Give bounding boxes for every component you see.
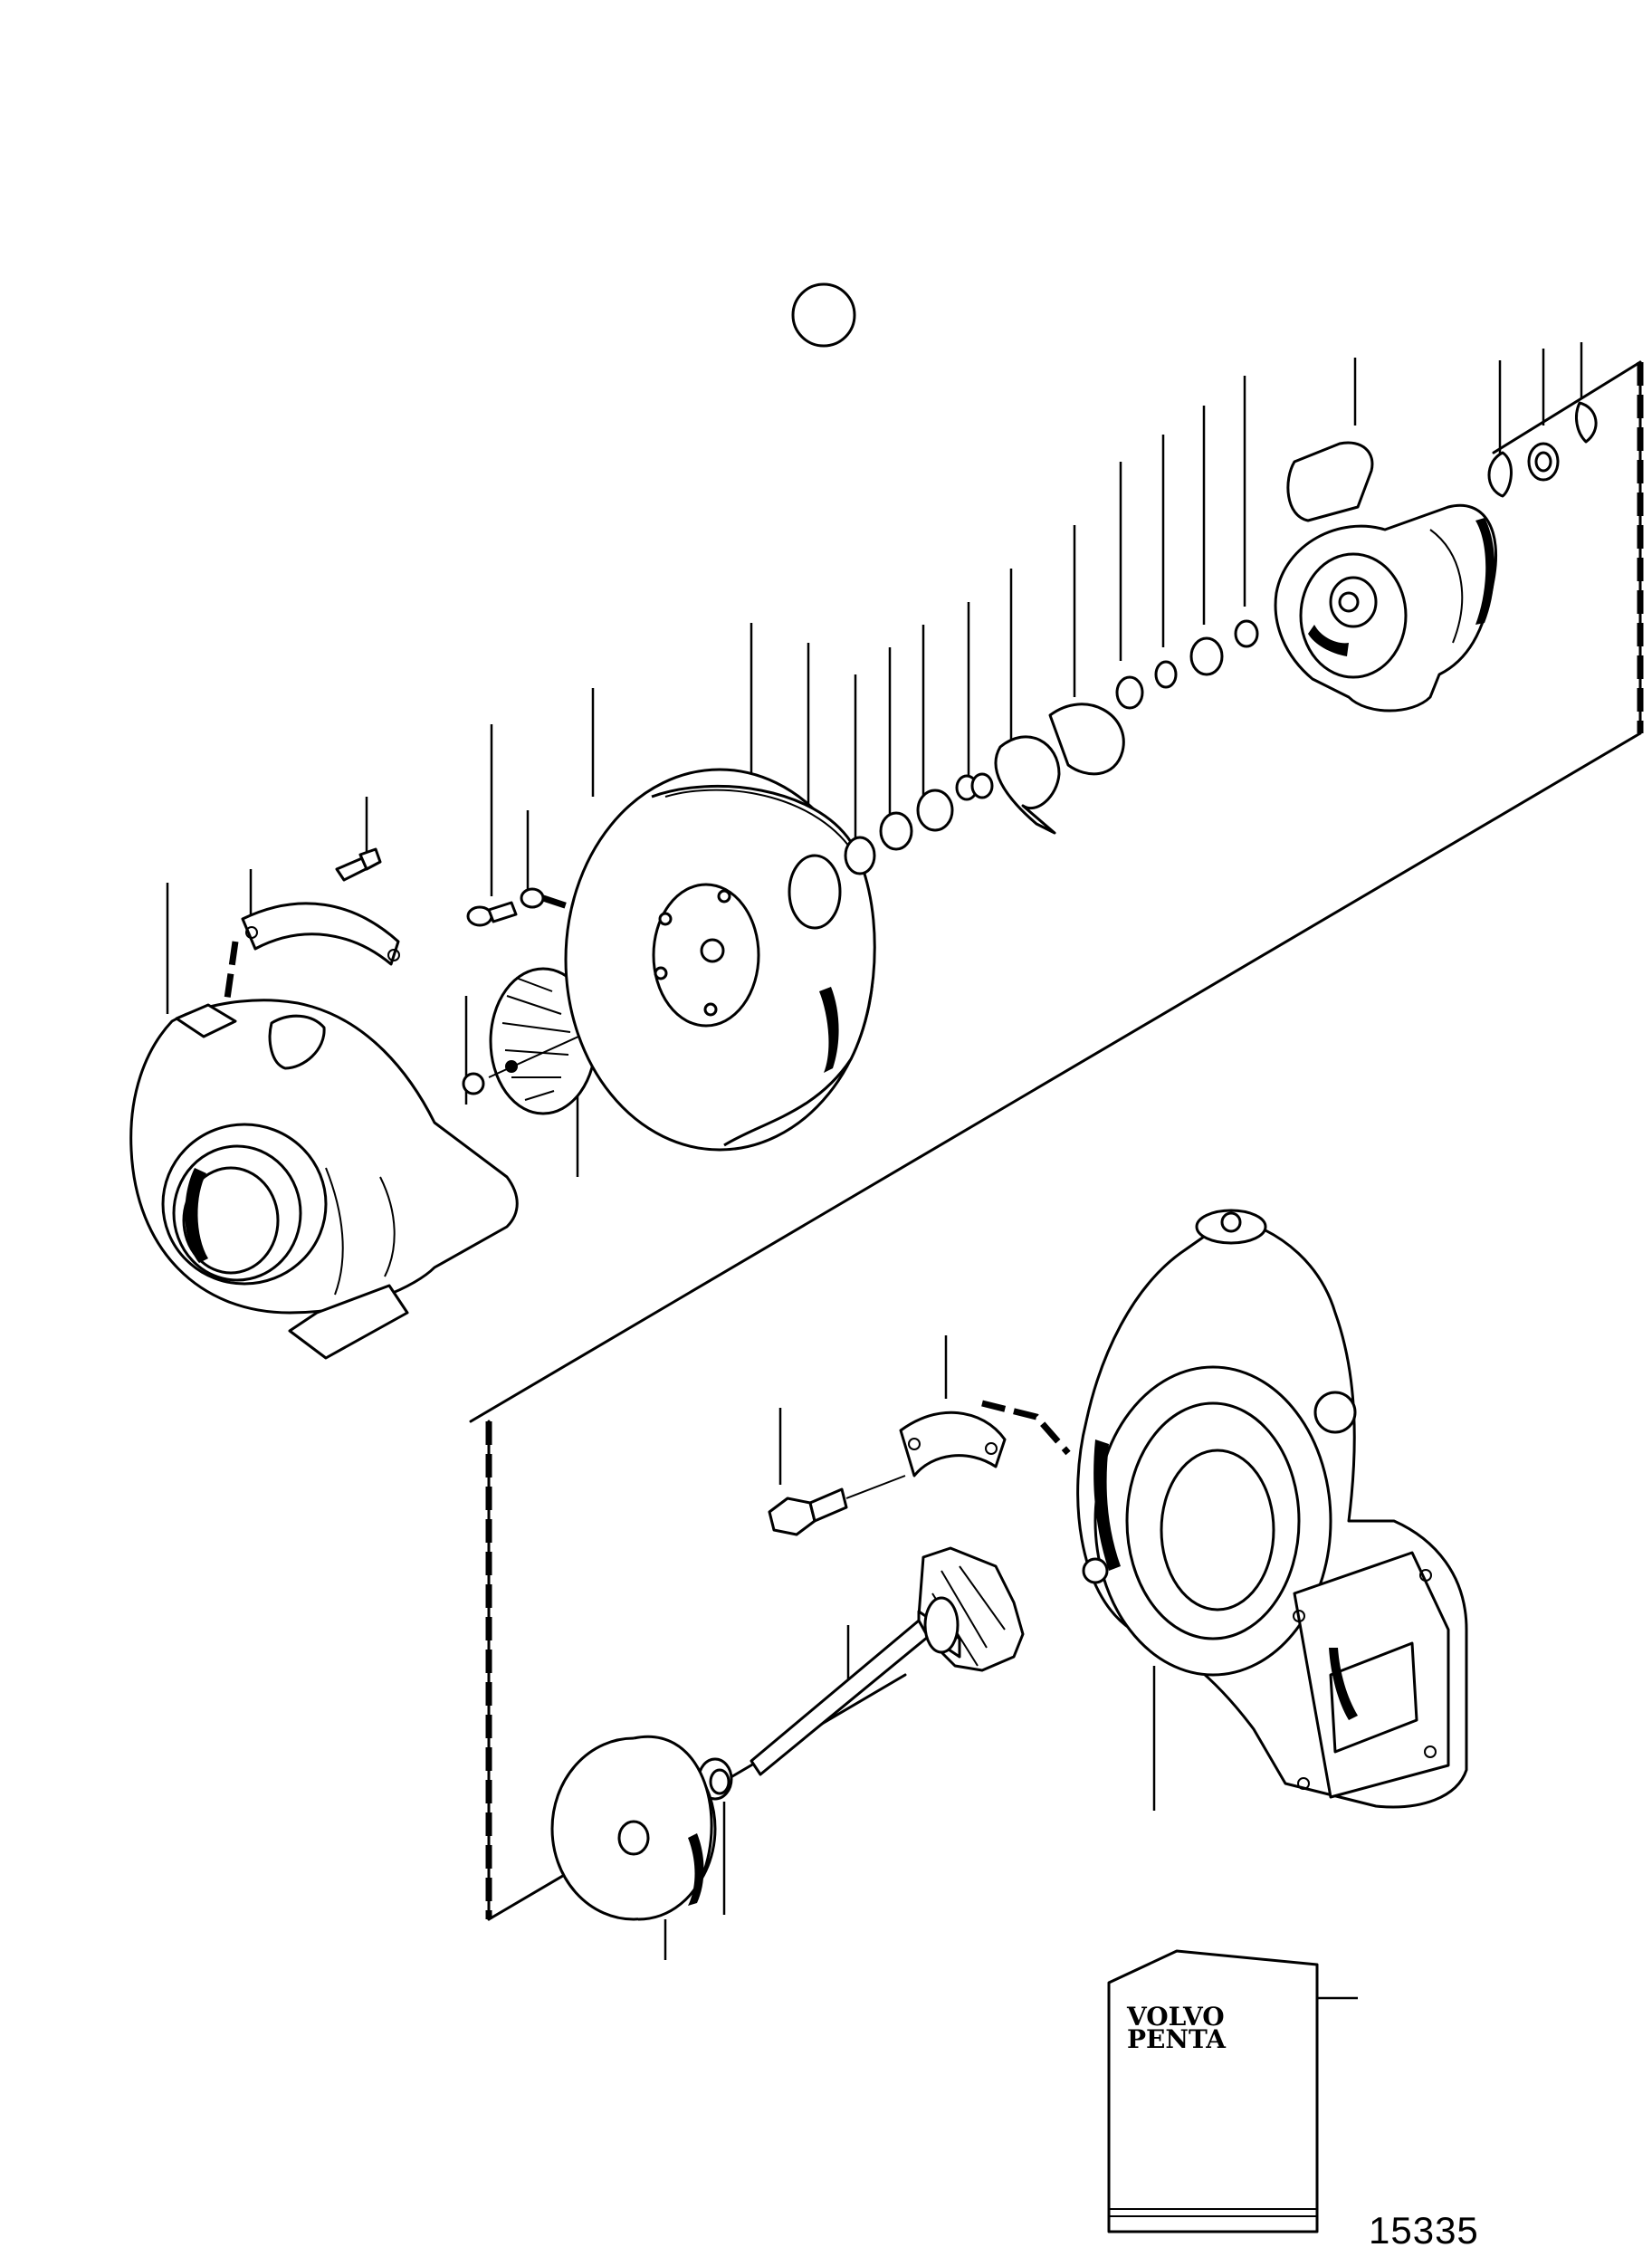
clamp-plate xyxy=(226,904,399,1005)
heat-shield xyxy=(552,1736,715,1919)
clamp-screw xyxy=(337,849,380,880)
seal-rings xyxy=(845,774,992,874)
brand-logo-bottom: PENTA xyxy=(1127,2024,1227,2054)
repair-kit-bag: VOLVO PENTA xyxy=(1109,1951,1317,2232)
compressor-backplate xyxy=(566,770,874,1150)
compressor-housing xyxy=(131,1000,518,1358)
brand-logo-top: VOLVO xyxy=(1126,2002,1225,2032)
turbine-wheel-shaft xyxy=(751,1548,1023,1774)
part-leader-lines xyxy=(167,342,1581,1998)
group-marker-circle xyxy=(793,284,855,346)
bearing-housing xyxy=(1275,443,1495,711)
turbine-clamp-plate xyxy=(901,1403,1068,1476)
thrust-plate xyxy=(996,704,1123,833)
section-frame xyxy=(471,362,1640,1919)
turbine-bolt xyxy=(769,1476,905,1535)
turbine-housing xyxy=(1078,1210,1466,1807)
figure-number: 15335 xyxy=(1369,2209,1479,2252)
end-circlips xyxy=(1489,403,1596,496)
bearing-rings xyxy=(1117,621,1257,708)
